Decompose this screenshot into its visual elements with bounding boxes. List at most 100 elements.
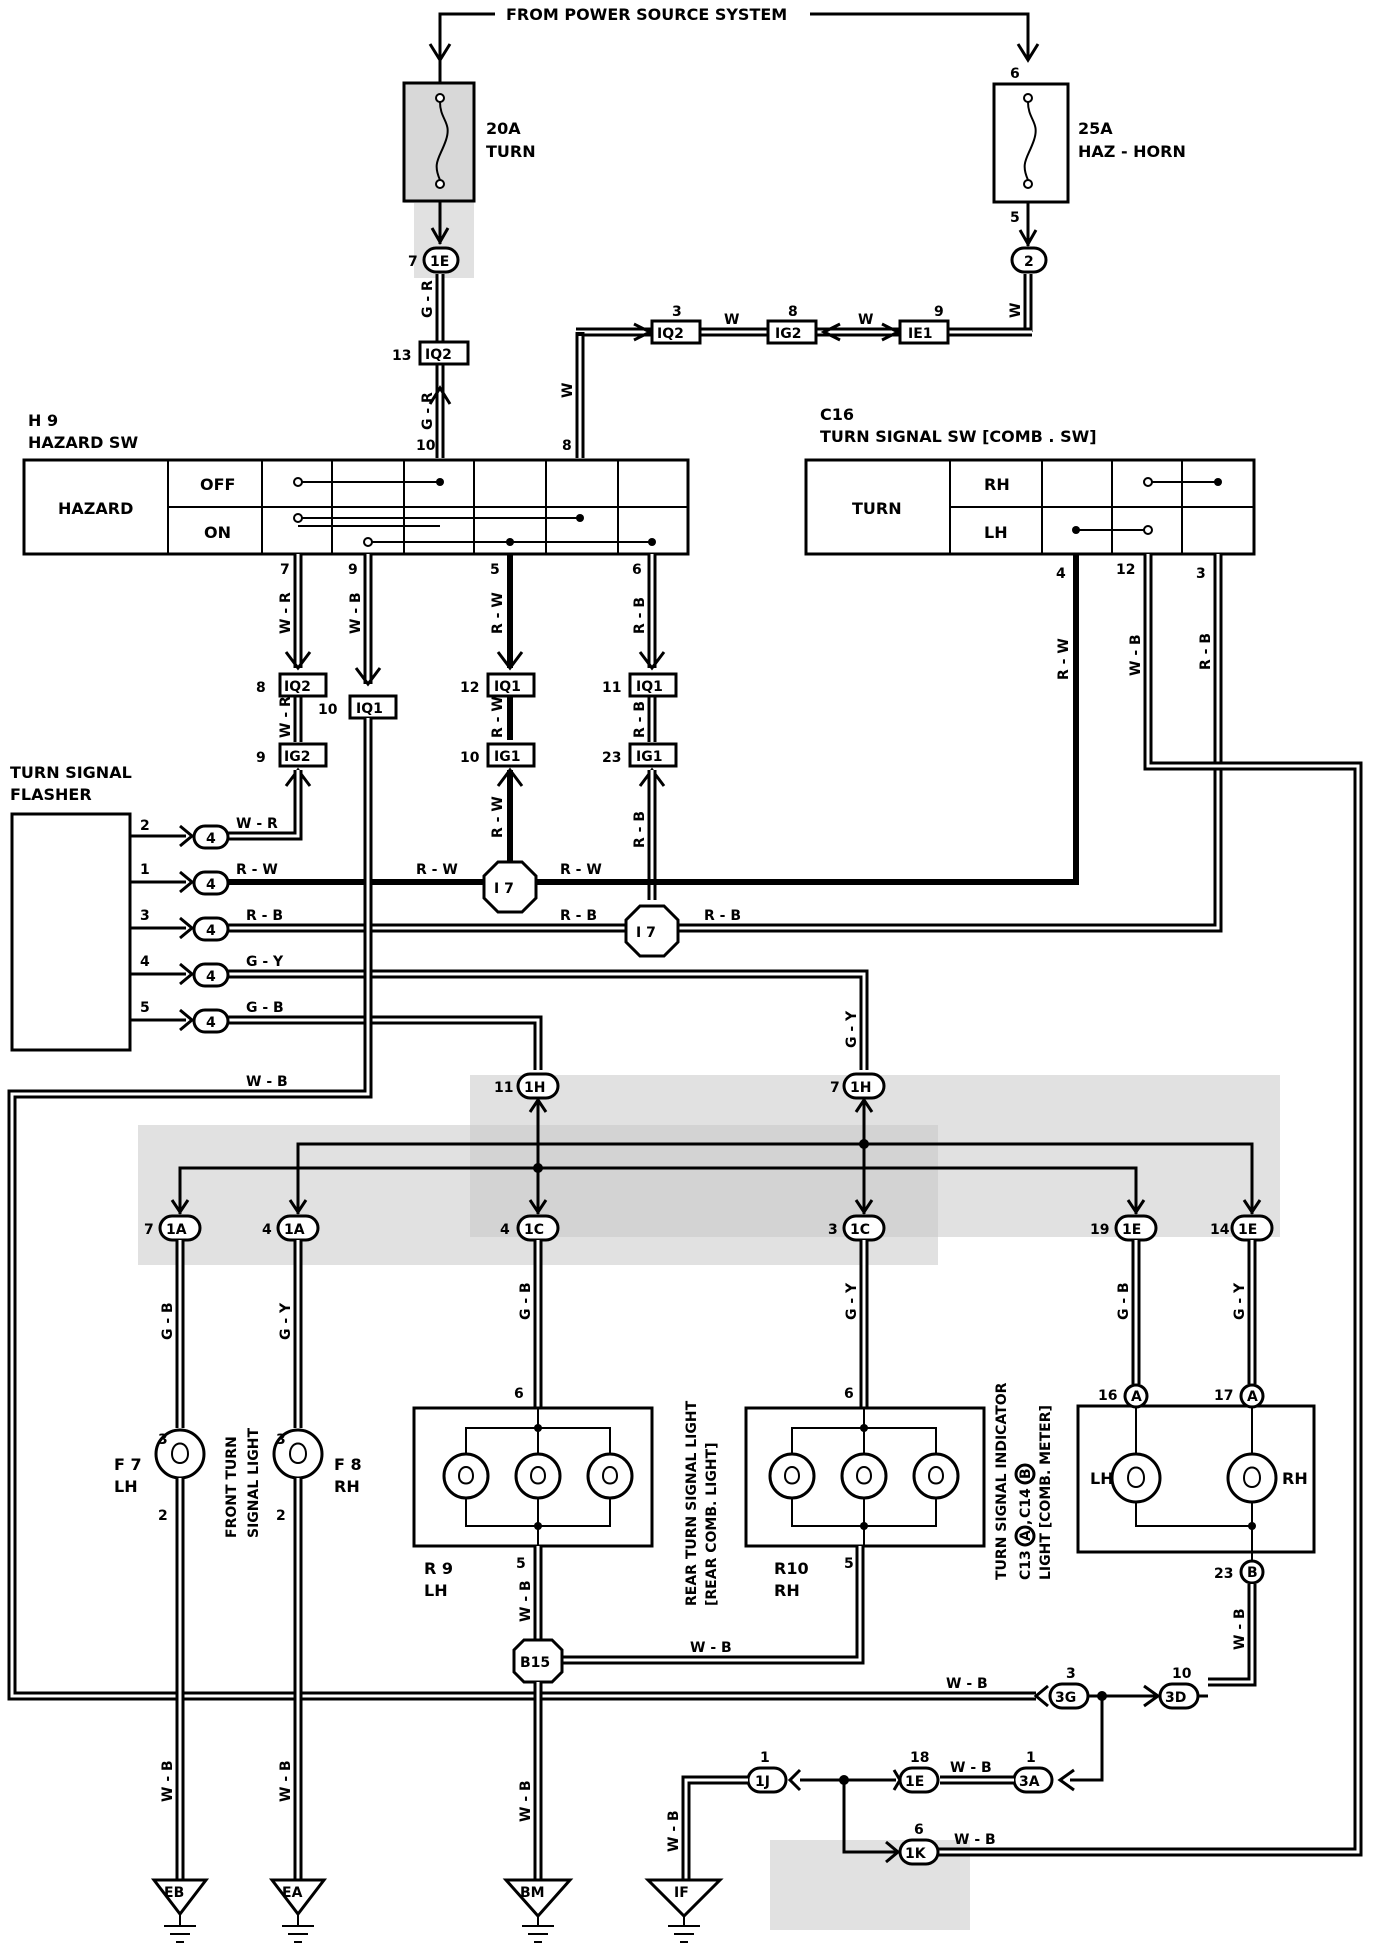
wire-w-b-flasher: W - B [246,1074,288,1090]
hazard-switch: H 9 HAZARD SW HAZARD OFF ON 10 8 7 9 5 6 [22,411,690,578]
r9-pin-bot: 5 [516,1556,526,1572]
wire-w-r-label-2: W - R [278,696,294,738]
connector-iq1-left-pin: 10 [318,702,338,718]
wire-g-y-f8: G - Y [278,1302,294,1340]
front-light-label-2: SIGNAL LIGHT [246,1428,262,1538]
connector-iq1-left-label: IQ1 [356,701,383,717]
wire-w-b-3a: W - B [950,1760,992,1776]
connector-ig1-b-pin: 23 [602,750,621,766]
wire-r-b-label-2: R - B [632,701,648,738]
power-source: FROM POWER SOURCE SYSTEM [428,5,1040,63]
indicator-lh: LH [1090,1469,1114,1488]
indicator-label-a: A [1018,1530,1034,1541]
connector-iq1-a-pin: 12 [460,680,479,696]
connector-3d-pin: 10 [1172,1666,1192,1682]
connector-ig1-b-label: IG1 [636,749,662,765]
connector-iq1-a: IQ1 12 [460,672,536,698]
f8-pin-bot: 2 [276,1508,286,1524]
connector-1c-a-pin: 4 [500,1222,510,1238]
indicator-pin-17: 17 [1214,1388,1233,1404]
junction-b15-label: B15 [520,1655,550,1671]
wire-r-w-label-2: R - W [490,696,506,738]
flasher-name-2: FLASHER [10,785,92,804]
connector-ig2-left: IG2 9 [256,742,328,768]
hazard-switch-wires: W - R W - R W - B R - W R - W R - W R - … [278,554,666,900]
front-light-f7: 3 2 F 7 LH W - B [114,1428,206,1880]
junction-i7-a: I 7 [482,860,538,914]
connector-iq2-top-pin: 13 [392,348,411,364]
wire-w-b-if: W - B [666,1810,682,1852]
connector-1e-b-pin: 14 [1210,1222,1230,1238]
fuse-haz-name: HAZ - HORN [1078,142,1186,161]
connector-1e-low-pin: 18 [910,1750,929,1766]
junction-network [170,1097,1262,1215]
wire-g-r-label-1: G - R [420,280,436,318]
wire-w-b-bm: W - B [518,1780,534,1822]
hazard-pin-8: 8 [562,438,572,454]
connector-iq1-b-pin: 11 [602,680,621,696]
flasher-conn-1: 4 [206,831,216,847]
wire-w-r-label-1: W - R [278,592,294,634]
flasher-pin-3: 3 [140,908,150,924]
connector-2: 2 [1010,246,1048,274]
connector-iq2-mid-pin: 3 [672,304,682,320]
turn-sw-code: C16 [820,405,854,424]
rear-light-r9: 6 5 R 9 LH W - B [412,1386,654,1652]
wire-g-b-f7: G - B [160,1302,176,1340]
connector-1e-a-label: 1E [1122,1222,1141,1238]
wire-w-b-eb: W - B [160,1760,176,1802]
turn-pin-4: 4 [1056,566,1066,582]
wire-g-r-label-2: G - R [420,392,436,430]
turn-pin-3: 3 [1196,566,1206,582]
connector-2-label: 2 [1024,254,1034,270]
f7-pin-bot: 2 [158,1508,168,1524]
turn-signal-flasher: TURN SIGNAL FLASHER 2 1 3 4 5 [10,763,150,1052]
wire-r-b-mid-2: R - B [704,908,741,924]
flasher-wire-5-label: G - B [246,1000,284,1016]
wire-r-w-mid-1: R - W [416,862,458,878]
flasher-name-1: TURN SIGNAL [10,763,132,782]
connector-3g-label: 3G [1055,1690,1076,1706]
connector-1k-label: 1K [905,1846,927,1862]
fuse-haz-pin-out: 5 [1010,210,1020,226]
connector-iq2-left: IQ2 8 [256,672,328,698]
ground-if: IF [644,1878,724,1943]
front-light-f8: 3 2 F 8 RH W - B [272,1428,362,1880]
connector-iq2-top: IQ2 13 [392,340,470,366]
fuse-turn-amps: 20A [486,119,521,138]
f8-code: F 8 [334,1455,362,1474]
flasher-conn-3: 4 [206,923,216,939]
connector-ie1-mid-pin: 9 [934,304,944,320]
connector-1a-a-label: 1A [166,1222,187,1238]
f7-side: LH [114,1477,138,1496]
hazard-pin-10: 10 [416,438,436,454]
front-light-label-1: FRONT TURN [224,1436,240,1538]
wire-w-b-1k: W - B [954,1832,996,1848]
wire-w-label-1: W [1008,303,1024,318]
hazard-sw-name: HAZARD SW [28,433,138,452]
connector-1h-a-label: 1H [524,1080,545,1096]
flasher-wire-3-label: R - B [246,908,283,924]
indicator-label-b: B [1018,1468,1034,1479]
ground-eb: EB [150,1878,210,1943]
connector-3d-label: 3D [1165,1690,1186,1706]
indicator-pin-23: 23 [1214,1566,1233,1582]
connector-1e-top-label: 1E [430,254,449,270]
r10-side: RH [774,1581,800,1600]
connector-ig2-mid-pin: 8 [788,304,798,320]
indicator-desc-2: LIGHT [COMB. METER] [1038,1405,1054,1580]
rear-light-r10: 6 5 R10 RH W - B [558,1386,986,1665]
connector-iq1-left: IQ1 10 [318,694,398,720]
connector-3g-pin: 3 [1066,1666,1076,1682]
connector-1e-b: 1E 14 [1210,1214,1274,1242]
indicator-a1: A [1131,1389,1142,1405]
r9-pin-top: 6 [514,1386,524,1402]
fuse-haz-horn: 25A HAZ - HORN 6 5 [992,66,1186,248]
wire-g-y-down: G - Y [844,1010,860,1048]
connector-iq1-b: IQ1 11 [602,672,678,698]
connector-1c-b-label: 1C [850,1222,870,1238]
hazard-sw-off: OFF [200,475,235,494]
wire-r-b-mid-1: R - B [560,908,597,924]
wire-w-b-ea: W - B [278,1760,294,1802]
